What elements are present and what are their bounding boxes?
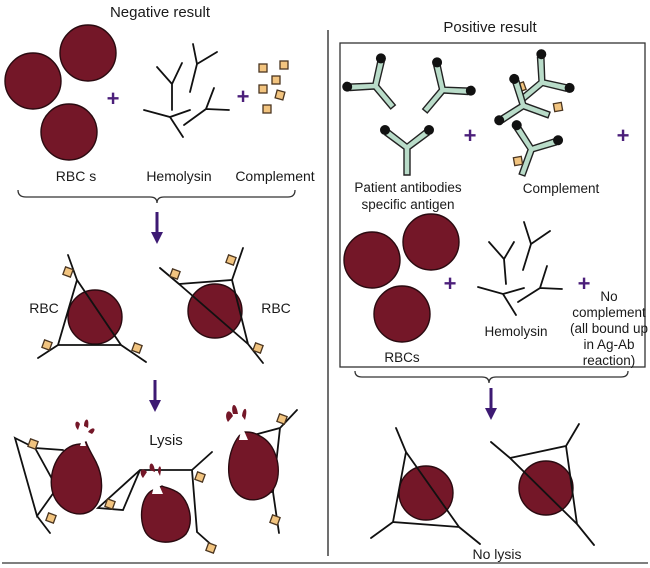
- rbc-cell: [402, 213, 460, 271]
- lysed-rbc-cell: [227, 431, 279, 501]
- plus-sign: +: [107, 86, 120, 111]
- patient-antibody: [403, 54, 479, 130]
- sensitized-rbc-right: [159, 247, 264, 364]
- rbc-cell: [4, 52, 62, 110]
- hemolysin-antibody: [156, 62, 183, 111]
- sensitized-rbc-left: [37, 254, 147, 363]
- label-rbcs: RBC s: [56, 168, 96, 184]
- complement-particle: [262, 104, 272, 114]
- complement-particle: [258, 63, 268, 73]
- complement-group-negative-top: [258, 60, 289, 114]
- rbc-cell: [59, 24, 117, 82]
- hemolysin-group-negative-top: [143, 43, 230, 138]
- complement-particle: [45, 512, 57, 524]
- complement-particle: [41, 339, 53, 351]
- rbc-group-negative-top: [4, 24, 117, 161]
- hemolysin-antibody: [143, 109, 191, 138]
- antibody-with-complement: [495, 118, 566, 185]
- no-complement-line: complement: [572, 305, 646, 320]
- complement-particle: [205, 542, 217, 554]
- rbc-cell: [373, 285, 431, 343]
- rbc-no-lysis-left: [370, 427, 481, 545]
- hemolysin-antibody: [522, 221, 551, 271]
- complement-particle: [279, 60, 289, 70]
- no-complement-line: in Ag-Ab: [583, 337, 634, 352]
- hemolysin-antibody: [477, 286, 525, 316]
- complement-particle: [104, 498, 116, 510]
- rbc-cell: [518, 460, 574, 516]
- no-complement-line: reaction): [583, 353, 636, 368]
- rbc-no-lysis-right: [490, 423, 595, 546]
- lysed-rbc-middle: [95, 451, 217, 554]
- lysed-rbc-cell: [50, 441, 103, 515]
- hemolysin-antibody: [183, 87, 230, 126]
- complement-particle: [552, 101, 564, 113]
- rbc-cell: [40, 103, 98, 161]
- rbc-cell: [343, 231, 401, 289]
- complement-particle: [131, 342, 143, 354]
- label-no-complement: No complement (all bound up in Ag-Ab rea…: [570, 289, 648, 368]
- complement-particle: [194, 471, 206, 483]
- antibody-complement-group: [492, 46, 578, 185]
- label-rbc-left: RBC: [29, 300, 59, 316]
- complement-particle: [27, 438, 39, 450]
- hemolysin-antibody: [488, 241, 515, 285]
- label-complement: Complement: [235, 168, 314, 184]
- label-lysis: Lysis: [149, 432, 183, 449]
- complement-particle: [169, 268, 181, 280]
- plus-sign: +: [464, 123, 477, 148]
- complement-particle: [512, 155, 524, 167]
- no-complement-line: No: [600, 289, 617, 304]
- patient-antibody-group: [339, 50, 479, 176]
- complement-particle: [276, 413, 288, 425]
- complement-particle: [258, 84, 268, 94]
- lysed-rbc-left: [13, 419, 103, 534]
- patient-antibody: [339, 50, 415, 126]
- complement-particle: [62, 266, 74, 278]
- complement-particle: [252, 342, 264, 354]
- lysed-rbc-right: [226, 404, 298, 534]
- label-no-lysis: No lysis: [472, 546, 521, 562]
- label-rbcs-positive: RBCs: [384, 350, 420, 365]
- positive-frame: [339, 42, 646, 368]
- brace-negative: [17, 189, 296, 204]
- label-complement-positive: Complement: [523, 181, 600, 196]
- plus-sign: +: [237, 84, 250, 109]
- brace-positive: [354, 370, 629, 384]
- rbc-group-positive: [343, 213, 460, 343]
- negative-title: Negative result: [110, 4, 211, 21]
- label-patient-antibodies: Patient antibodies: [354, 180, 462, 195]
- plus-sign: +: [617, 123, 630, 148]
- label-hemolysin: Hemolysin: [146, 168, 211, 184]
- hemolysin-group-positive: [477, 221, 563, 316]
- rbc-cell: [67, 289, 123, 345]
- hemolysin-antibody: [189, 43, 218, 93]
- complement-particle: [274, 89, 286, 101]
- label-hemolysin-positive: Hemolysin: [484, 324, 547, 339]
- hemolysin-bound: [37, 254, 147, 363]
- complement-particle: [271, 75, 281, 85]
- patient-antibody: [379, 124, 435, 176]
- lysed-rbc-cell: [140, 485, 191, 543]
- rbc-cell: [398, 465, 454, 521]
- complement-particle: [225, 254, 237, 266]
- label-rbc-right: RBC: [261, 300, 291, 316]
- complement-particle: [269, 514, 281, 526]
- positive-title: Positive result: [443, 19, 537, 36]
- label-specific-antigen: specific antigen: [361, 197, 454, 212]
- hemolysin-antibody: [517, 265, 563, 303]
- plus-sign: +: [444, 271, 457, 296]
- plus-sign: +: [578, 271, 591, 296]
- no-complement-line: (all bound up: [570, 321, 648, 336]
- rbc-cell: [187, 283, 243, 339]
